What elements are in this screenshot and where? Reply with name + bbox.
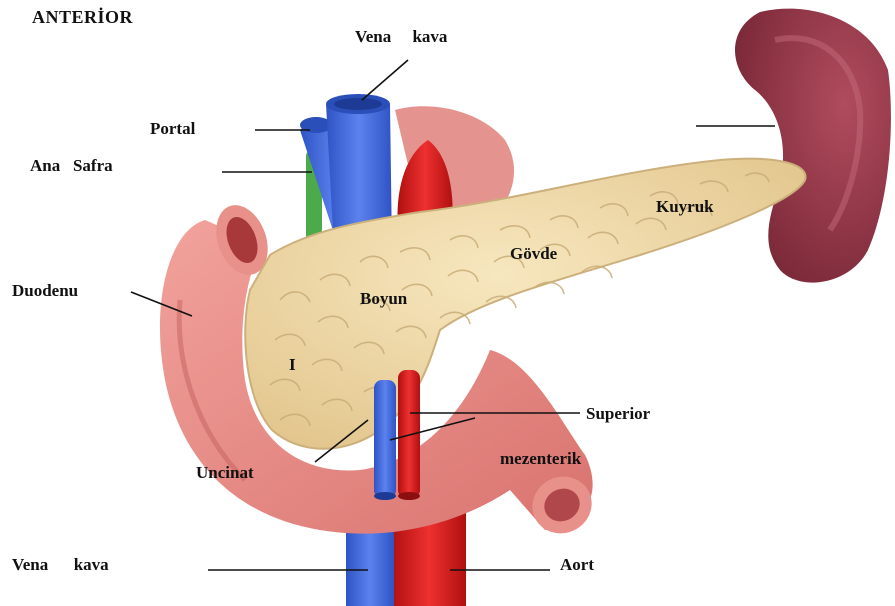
label-head-mark: I: [289, 356, 296, 373]
label-superior: Superior: [586, 405, 650, 422]
label-kuyruk: Kuyruk: [656, 198, 714, 215]
header-anterior: ANTERİOR: [32, 8, 133, 26]
superior-mesenteric-artery: [398, 370, 420, 498]
label-boyun: Boyun: [360, 290, 407, 307]
label-portal: Portal: [150, 120, 195, 137]
spleen: [735, 9, 891, 283]
label-ana-safra: Ana Safra: [30, 157, 113, 174]
label-vena-kava-top: Vena kava: [355, 28, 447, 45]
label-uncinat: Uncinat: [196, 464, 254, 481]
label-govde: Gövde: [510, 245, 557, 262]
label-vena-kava-bottom: Vena kava: [12, 556, 109, 573]
label-mezenterik: mezenterik: [500, 450, 581, 467]
label-aort: Aort: [560, 556, 594, 573]
label-duodenu: Duodenu: [12, 282, 78, 299]
